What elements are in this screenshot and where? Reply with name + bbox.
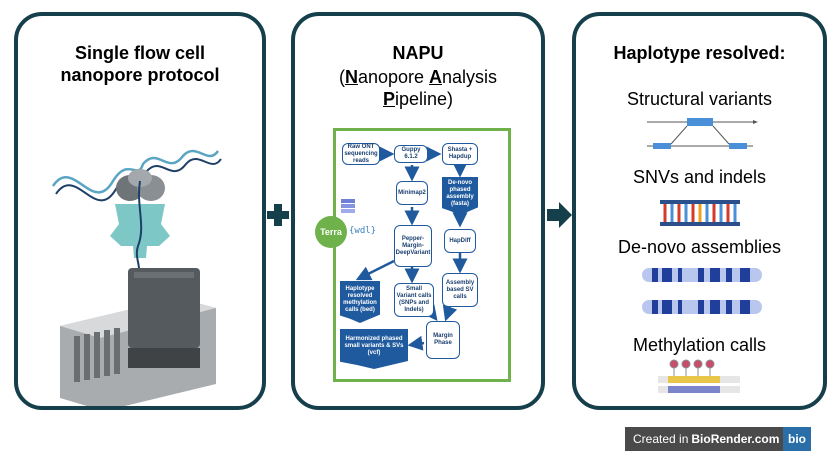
word-ipeline: ipeline)	[394, 89, 454, 109]
letter-n: N	[344, 67, 358, 87]
napu-subtitle-line1: (Nanopore Analysis	[295, 66, 541, 88]
node-margin-phase: Margin Phase	[426, 321, 460, 359]
paren-open: (	[338, 67, 345, 87]
methylation-icon	[658, 359, 740, 393]
arrow-right-icon	[547, 202, 572, 228]
protocol-title-line2: nanopore protocol	[60, 65, 220, 85]
chromosome-icon	[642, 268, 762, 314]
node-pepper: Pepper-Margin-DeepVariant	[394, 225, 432, 267]
napu-title: NAPU	[392, 43, 444, 63]
item-structural-variants: Structural variants	[626, 89, 773, 109]
results-title: Haplotype resolved:	[613, 43, 786, 63]
item-denovo-assemblies: De-novo assemblies	[617, 237, 782, 257]
item-methylation-calls: Methylation calls	[632, 335, 767, 355]
node-methylation: Haplotype resolved methylation calls (be…	[340, 281, 380, 323]
nanopore-illustration	[51, 149, 222, 406]
badge-created-text: Created in	[633, 432, 689, 446]
word-nalysis: nalysis	[442, 67, 498, 87]
protocol-panel: Single flow cell nanopore protocol	[14, 12, 266, 410]
napu-subtitle-line2: Pipeline)	[295, 88, 541, 110]
wdl-label: {wdl}	[349, 226, 377, 236]
letter-p: P	[382, 89, 395, 109]
node-minimap: Minimap2	[396, 181, 428, 205]
node-raw-reads: Raw ONT sequencing reads	[342, 143, 380, 165]
napu-panel: NAPU (Nanopore Analysis Pipeline) Raw ON…	[291, 12, 545, 410]
structural-variant-icon	[647, 118, 758, 149]
dna-ladder-icon	[660, 200, 740, 226]
node-small-variants: Small Variant calls (SNPs and Indels)	[394, 283, 434, 317]
node-harmonized: Harmonized phased small variants & SVs (…	[340, 329, 408, 369]
word-anopore: anopore	[357, 67, 430, 87]
badge-brand-text: BioRender.com	[691, 432, 780, 446]
cloud-stack-icon	[341, 199, 355, 213]
results-panel: Haplotype resolved: Structural variants …	[572, 12, 827, 410]
node-guppy: Guppy 6.1.2	[394, 145, 428, 163]
terra-logo: Terra	[315, 216, 347, 248]
item-snvs-indels: SNVs and indels	[632, 167, 767, 187]
biorender-logo: bio	[783, 427, 811, 451]
node-shasta: Shasta + Hapdup	[442, 143, 478, 165]
node-hapdiff: HapDiff	[444, 229, 476, 253]
node-denovo: De-novo phased assembly (fasta)	[442, 177, 478, 215]
letter-a: A	[429, 67, 443, 87]
protocol-title-line1: Single flow cell	[74, 43, 206, 63]
wdl-logo: {wdl}	[349, 226, 376, 236]
plus-icon	[267, 204, 289, 226]
terra-label: Terra	[320, 227, 342, 237]
pipeline-flowchart: Raw ONT sequencing reads Guppy 6.1.2 Sha…	[333, 128, 511, 382]
node-assembly-sv: Assembly based SV calls	[442, 273, 478, 307]
badge-logo-text: bio	[788, 432, 806, 446]
